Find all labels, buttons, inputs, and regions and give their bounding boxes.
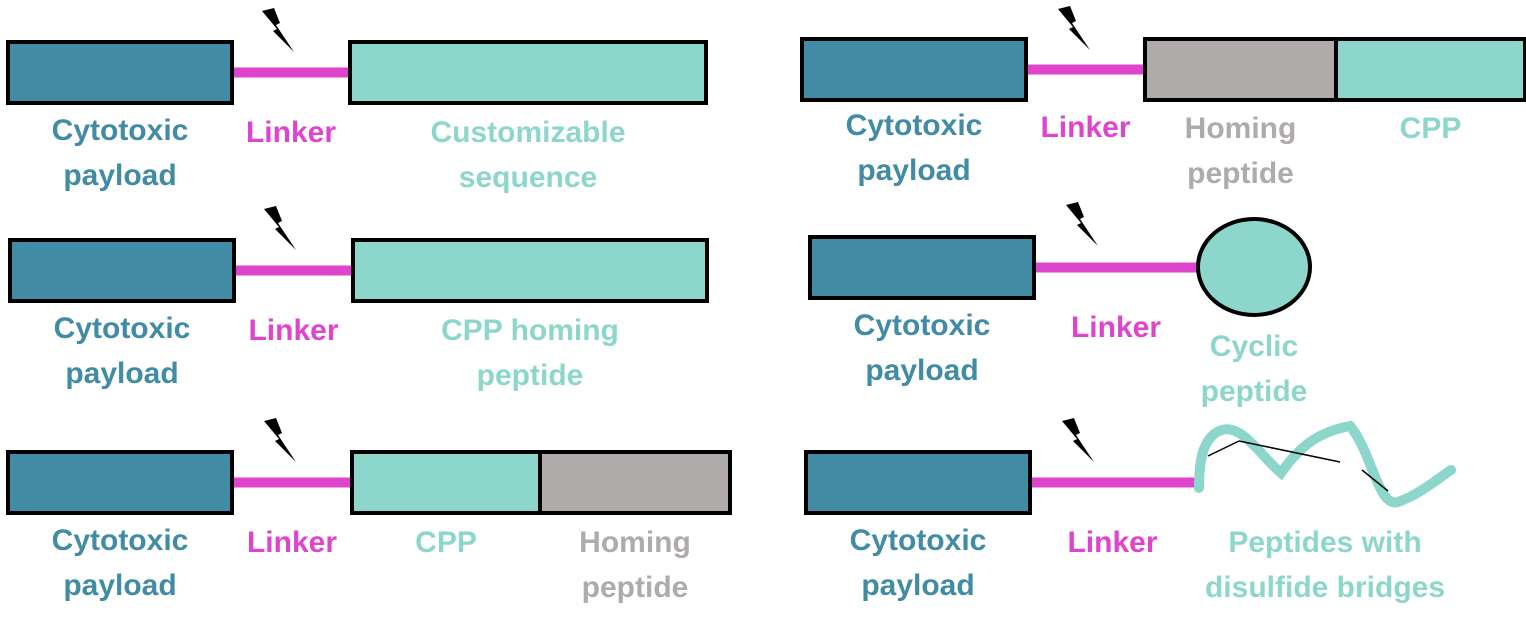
homing-peptide-label: Homing bbox=[1185, 112, 1297, 145]
homing-peptide-label: Homing bbox=[579, 526, 691, 559]
linker-label: Linker bbox=[1040, 111, 1130, 144]
payload-label: Cytotoxic bbox=[850, 524, 987, 557]
cpp-box bbox=[1334, 37, 1526, 102]
cpp-label: CPP homing bbox=[441, 314, 619, 347]
cyclic-peptide-label: peptide bbox=[1201, 375, 1308, 408]
homing-peptide-label: peptide bbox=[1187, 157, 1294, 190]
linker-label: Linker bbox=[248, 314, 338, 347]
cpp-label: CPP bbox=[1400, 112, 1462, 145]
payload-box bbox=[800, 37, 1028, 102]
payload-label: payload bbox=[63, 159, 176, 192]
payload-box bbox=[6, 40, 234, 105]
cpp-label: sequence bbox=[459, 161, 597, 194]
homing-peptide-box bbox=[1143, 37, 1338, 102]
payload-label: Cytotoxic bbox=[52, 114, 189, 147]
cpp-label: Customizable bbox=[430, 116, 625, 149]
construct-1: Cytotoxic payload Linker Customizable sequen… bbox=[6, 8, 708, 194]
payload-label: payload bbox=[865, 354, 978, 387]
construct-2: Cytotoxic payload Linker Homing peptide CPP bbox=[800, 6, 1526, 190]
lightning-bolt-shape bbox=[1066, 202, 1098, 246]
payload-label: payload bbox=[857, 154, 970, 187]
payload-label: payload bbox=[63, 569, 176, 602]
cpp-label: CPP bbox=[415, 526, 477, 559]
construct-3: Cytotoxic payload Linker CPP homing peptide bbox=[8, 206, 709, 392]
construct-6: Cytotoxic payload Linker Peptides with disul… bbox=[804, 418, 1456, 604]
lightning-bolt-icon bbox=[1066, 202, 1098, 246]
cpp-box bbox=[348, 40, 708, 105]
linker-label: Linker bbox=[1071, 311, 1161, 344]
payload-box bbox=[8, 238, 236, 303]
linker-label: Linker bbox=[246, 116, 336, 149]
payload-box bbox=[6, 450, 234, 515]
lightning-bolt-shape bbox=[1058, 6, 1090, 50]
lightning-bolt-icon bbox=[1062, 418, 1094, 462]
homing-peptide-box bbox=[538, 450, 732, 515]
payload-label: Cytotoxic bbox=[52, 524, 189, 557]
payload-label: Cytotoxic bbox=[846, 109, 983, 142]
payload-label: payload bbox=[861, 569, 974, 602]
payload-label: Cytotoxic bbox=[854, 309, 991, 342]
payload-box bbox=[804, 450, 1032, 515]
cyclic-peptide-circle bbox=[1196, 217, 1312, 317]
lightning-bolt-shape bbox=[262, 8, 294, 52]
cpp-box bbox=[350, 450, 542, 515]
lightning-bolt-shape bbox=[264, 418, 296, 462]
cyclic-peptide-label: Cyclic bbox=[1210, 330, 1298, 363]
lightning-bolt-icon bbox=[264, 418, 296, 462]
lightning-bolt-shape bbox=[1062, 418, 1094, 462]
disulfide-peptide-label: disulfide bridges bbox=[1205, 571, 1445, 604]
linker-label: Linker bbox=[1067, 526, 1157, 559]
payload-box bbox=[808, 235, 1036, 300]
payload-label: payload bbox=[65, 357, 178, 390]
cpp-label: peptide bbox=[477, 359, 584, 392]
cpp-box bbox=[351, 238, 709, 303]
disulfide-peptide-label: Peptides with bbox=[1228, 526, 1421, 559]
lightning-bolt-icon bbox=[264, 206, 296, 250]
lightning-bolt-icon bbox=[1058, 6, 1090, 50]
lightning-bolt-icon bbox=[262, 8, 294, 52]
construct-5: Cytotoxic payload Linker CPP Homing peptide bbox=[6, 418, 732, 604]
disulfide-bridge-lines bbox=[1207, 440, 1389, 492]
linker-label: Linker bbox=[247, 526, 337, 559]
lightning-bolt-shape bbox=[264, 206, 296, 250]
disulfide-peptide-chain bbox=[1194, 420, 1456, 508]
homing-peptide-label: peptide bbox=[582, 571, 689, 604]
payload-label: Cytotoxic bbox=[54, 312, 191, 345]
